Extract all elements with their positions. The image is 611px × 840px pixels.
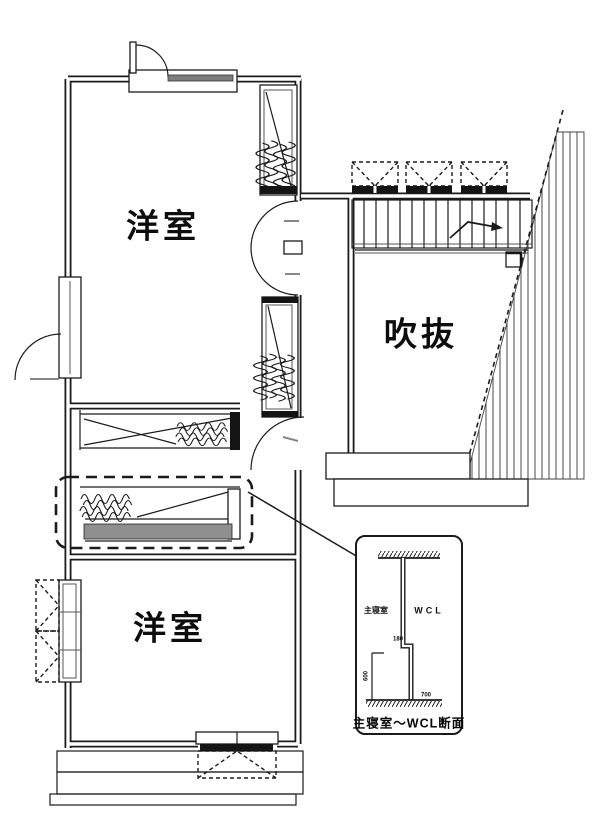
- closet-top-right: [256, 84, 298, 196]
- balcony: [49, 750, 304, 806]
- staircase: [351, 161, 533, 249]
- door-leaf: [283, 240, 303, 255]
- room-label-void: 吹抜: [384, 316, 458, 353]
- closet-hatch: [176, 423, 228, 446]
- closet-hall: [254, 296, 299, 418]
- void-ledge-band-1: [325, 452, 471, 480]
- door-leaf: [129, 41, 137, 74]
- roof-hatch-area: [454, 109, 585, 508]
- door-swing-arc: [135, 44, 169, 78]
- top-bedroom: 洋室: [14, 41, 298, 381]
- bottom-window: [195, 731, 279, 779]
- inset-room-label: 主寝室: [364, 605, 388, 615]
- corner-post: [505, 251, 523, 268]
- top-window-glass: [167, 74, 234, 82]
- roof-boundary-dashed-line: [454, 109, 564, 508]
- stair-flight: [351, 199, 533, 249]
- bottom-bedroom: 洋室: [35, 579, 304, 806]
- closet-in-callout: [80, 486, 241, 542]
- closet-hatch: [80, 495, 132, 522]
- door-swing-arc: [250, 416, 305, 471]
- wcl-closets: [54, 410, 359, 558]
- inset-dim-left: 600: [364, 670, 370, 681]
- left-window-top: [14, 276, 82, 381]
- detail-callout-dashed-box: [54, 475, 254, 550]
- shutter-boxes-top: [351, 161, 508, 193]
- void-area: 吹抜: [325, 249, 529, 507]
- inset-frame: [355, 535, 463, 735]
- inset-dim-bottom: 700: [421, 693, 432, 699]
- closet-mid: [79, 410, 240, 450]
- counter-gray-bar: [83, 523, 233, 540]
- door-swing-arc: [250, 200, 299, 296]
- inset-dim-step: 180: [393, 637, 404, 643]
- ceiling-hatch: [378, 551, 440, 558]
- room-label-top-bedroom: 洋室: [126, 208, 200, 245]
- top-door: [128, 41, 238, 93]
- inset-caption: 主寝室～WCL断面: [353, 715, 465, 730]
- floor-hatch: [366, 701, 442, 707]
- hall-doors: [250, 200, 305, 471]
- room-label-bottom-bedroom: 洋室: [133, 610, 207, 647]
- counter-profile: [371, 652, 384, 700]
- stair-direction-arrow: [449, 221, 503, 239]
- inset-closet-label: WCL: [414, 605, 444, 615]
- section-detail-inset: 主寝室 WCL 180 600 700 主寝室～WCL断面: [353, 535, 465, 735]
- callout-leader-line: [247, 491, 359, 558]
- window-swing-arc: [14, 333, 62, 381]
- left-window-bottom: [35, 579, 82, 683]
- void-ledge-band-2: [333, 478, 529, 507]
